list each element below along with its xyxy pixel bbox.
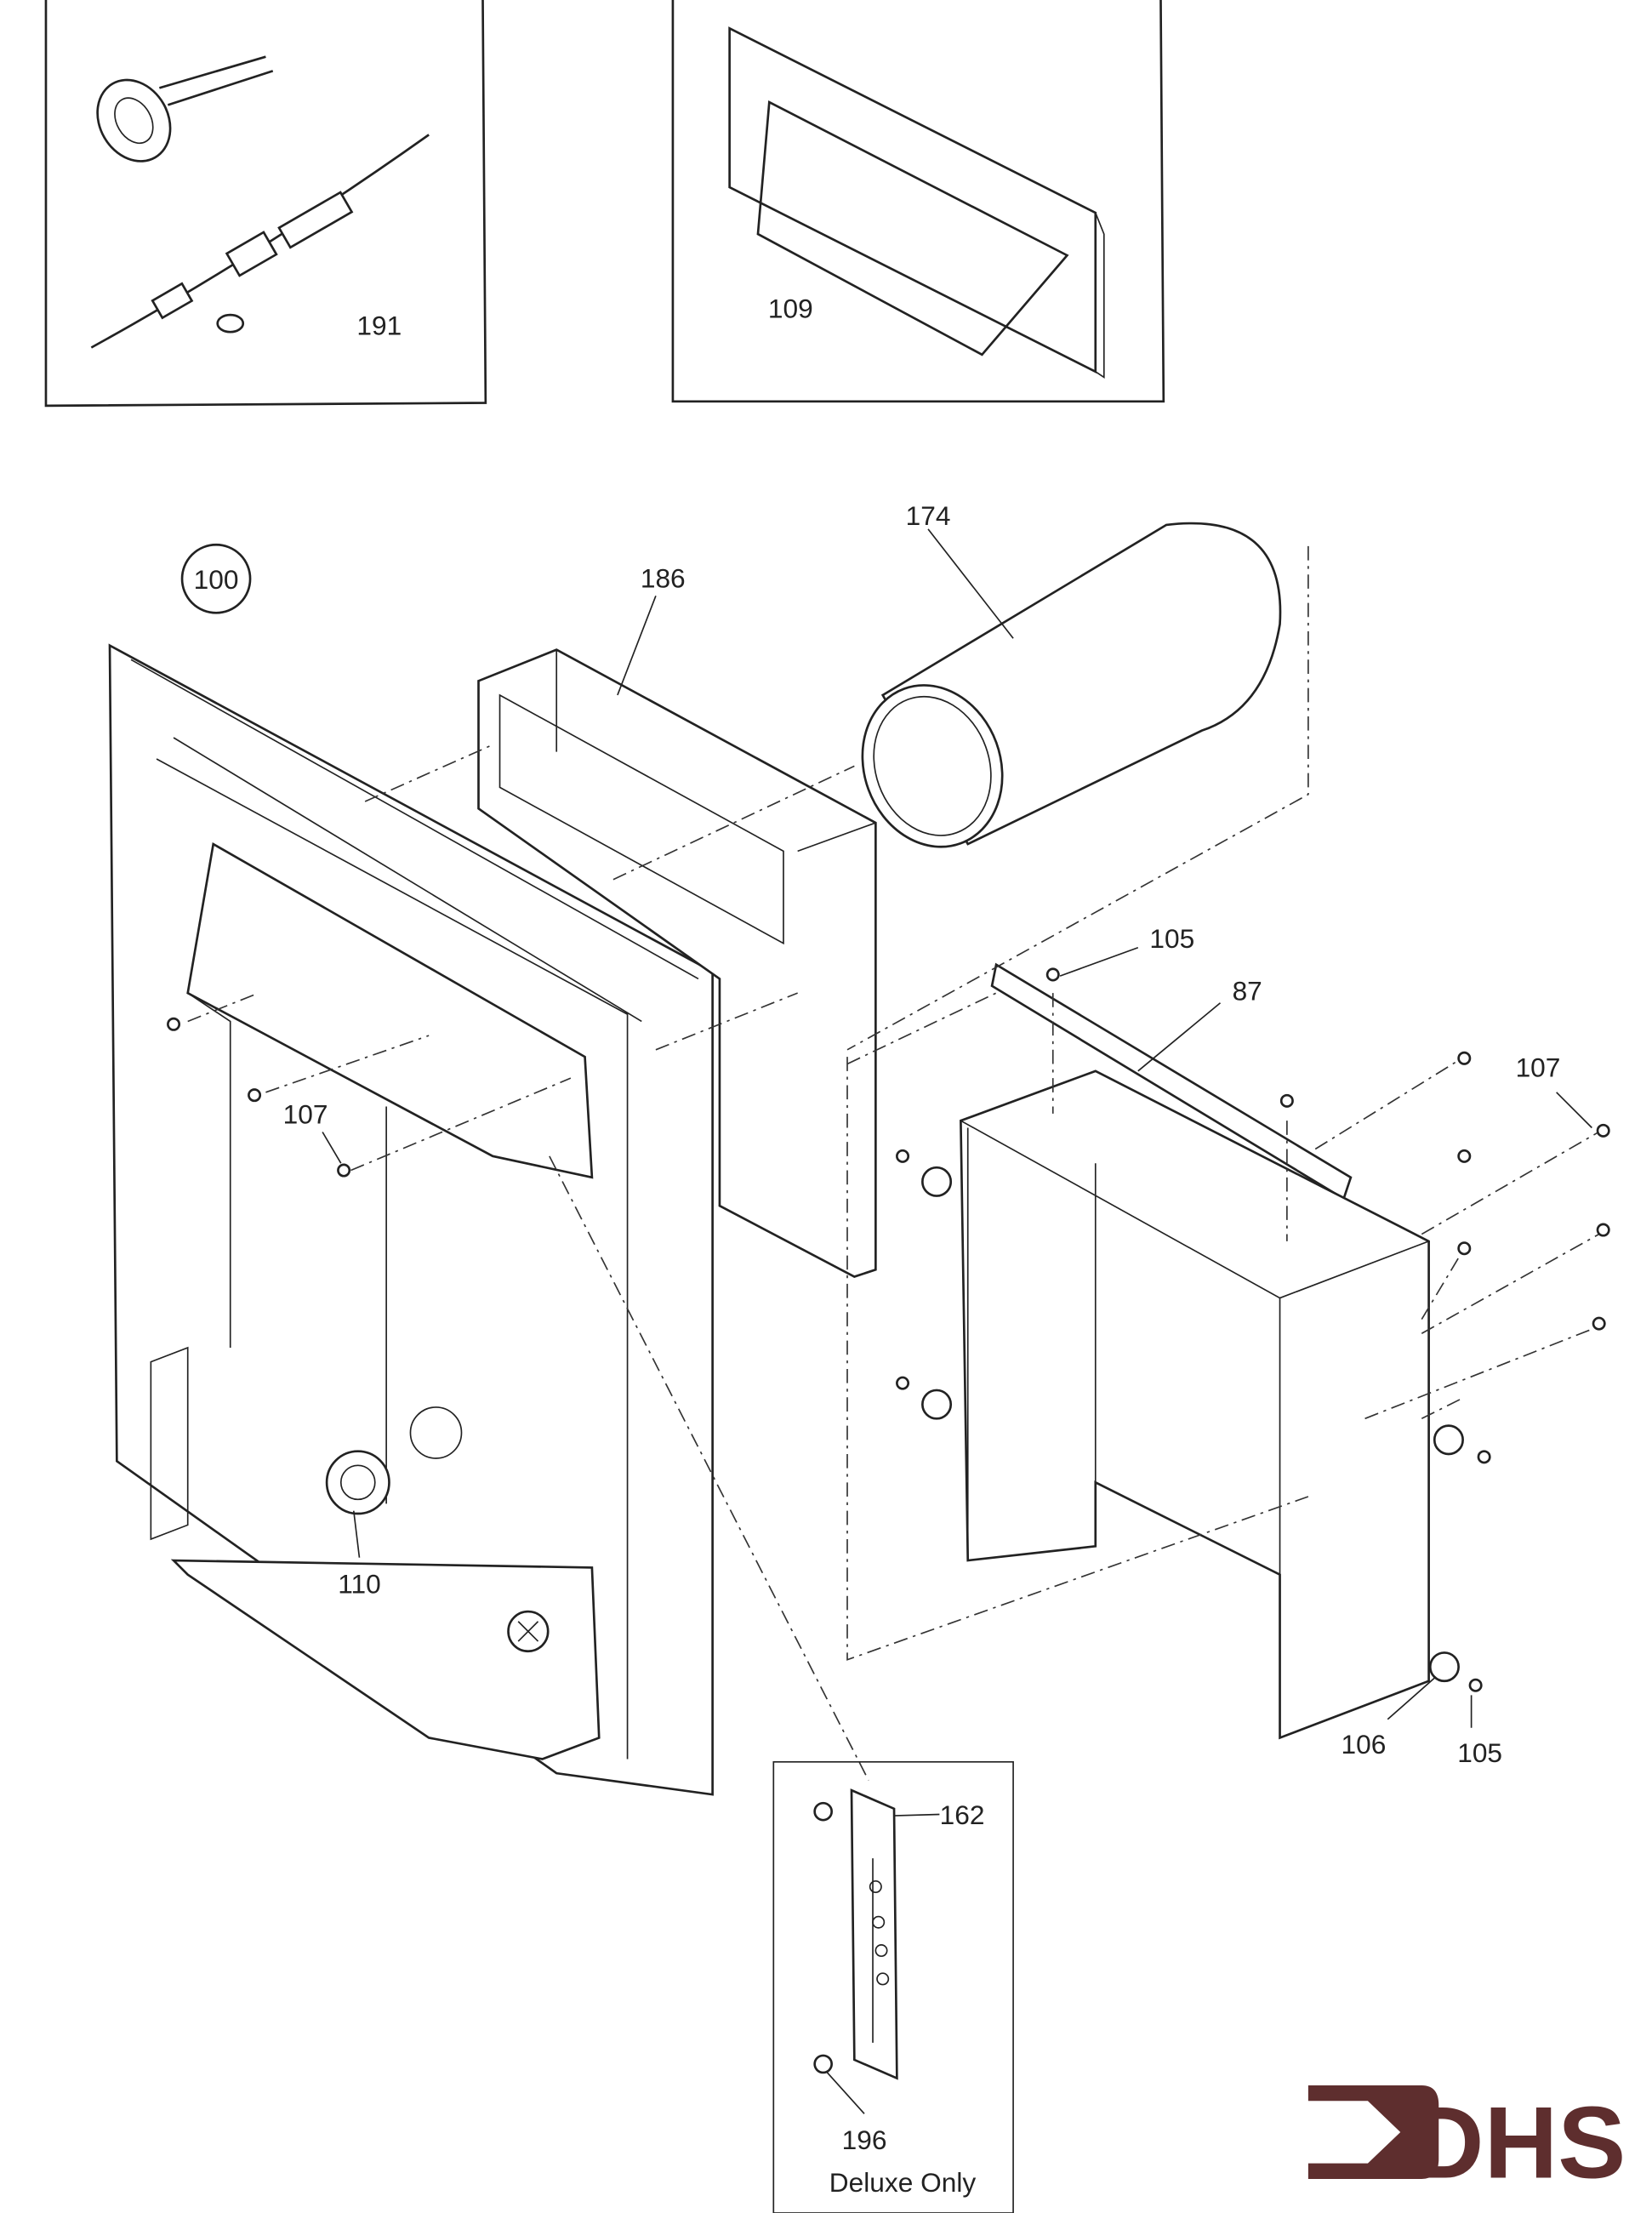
fasteners — [167, 967, 1610, 1692]
dhs-logo: DHS — [1307, 2085, 1626, 2199]
callout-196: 196 — [842, 2125, 887, 2155]
leader-lines — [322, 528, 1592, 2114]
callout-100: 100 — [194, 564, 239, 595]
callout-191: 191 — [356, 310, 402, 340]
inset-box-109: 109 — [671, 0, 1165, 403]
callout-105-top: 105 — [1149, 923, 1194, 954]
callout-174: 174 — [906, 500, 951, 531]
deluxe-only-note: Deluxe Only — [829, 2167, 977, 2198]
right-housing — [960, 1069, 1430, 1740]
callout-162: 162 — [940, 1799, 985, 1830]
inset-box-162: 162 196 Deluxe Only — [772, 1760, 1014, 2213]
inset-box-191: 191 — [44, 0, 487, 408]
callout-106: 106 — [1341, 1729, 1386, 1760]
callout-110: 110 — [338, 1568, 380, 1599]
front-panel — [108, 643, 714, 1796]
guide-lines — [187, 545, 1607, 1781]
part-186-sleeve — [477, 648, 877, 1279]
callout-107-left: 107 — [283, 1099, 328, 1130]
assembly-circle — [180, 543, 252, 614]
callout-105-bottom: 105 — [1457, 1737, 1502, 1768]
part-174-tube — [861, 522, 1282, 848]
callout-87: 87 — [1233, 975, 1262, 1006]
callout-186: 186 — [641, 562, 686, 593]
callout-107-right: 107 — [1516, 1052, 1561, 1082]
logo-text: DHS — [1410, 2085, 1626, 2199]
callout-109: 109 — [768, 293, 813, 323]
